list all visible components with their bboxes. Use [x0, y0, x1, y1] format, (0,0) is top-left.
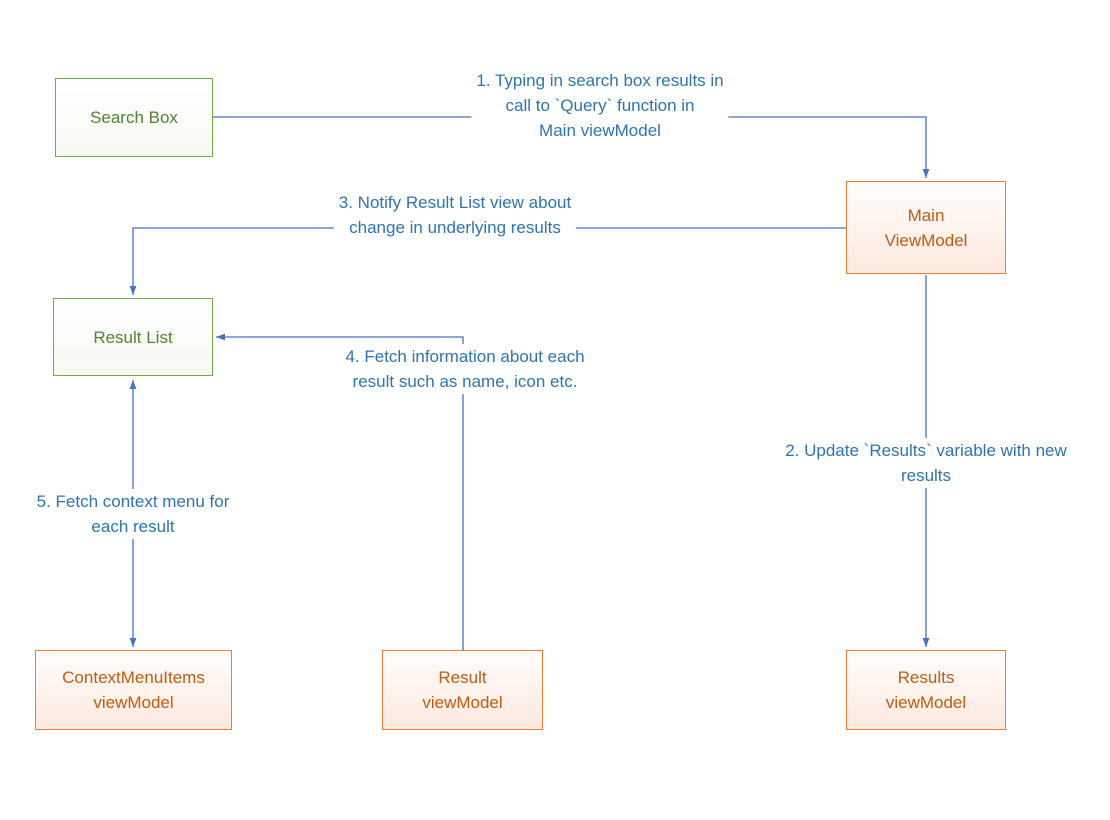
edge-label-4-line-2: result such as name, icon etc.	[352, 372, 578, 391]
node-result-list-label: Result List	[93, 327, 173, 347]
node-main-viewmodel: Main ViewModel	[846, 181, 1006, 274]
edge-label-4: 4. Fetch information about each result s…	[340, 344, 590, 394]
edge-label-2-line-1: 2. Update `Results` variable with new	[785, 441, 1067, 460]
edge-label-4-line-1: 4. Fetch information about each	[345, 347, 585, 366]
node-contextmenuitems-viewmodel-label-line-2: viewModel	[93, 693, 174, 712]
edge-label-5-line-2: each result	[91, 517, 175, 536]
node-result-viewmodel-label-line-1: Result	[438, 668, 487, 687]
edge-label-3-line-2: change in underlying results	[349, 218, 561, 237]
edge-label-5: 5. Fetch context menu for each result	[31, 489, 235, 539]
edge-label-3: 3. Notify Result List view about change …	[333, 190, 577, 240]
edge-mainviewmodel-to-resultlist	[129, 227, 846, 295]
edge-label-1-line-2: call to `Query` function in	[505, 96, 695, 115]
edge-searchbox-to-mainviewmodel	[213, 116, 930, 178]
edge-label-1: 1. Typing in search box results in call …	[471, 68, 729, 143]
edge-label-3-line-1: 3. Notify Result List view about	[338, 193, 572, 212]
node-contextmenuitems-viewmodel-label-line-1: ContextMenuItems	[62, 668, 205, 687]
node-contextmenuitems-viewmodel: ContextMenuItems viewModel	[35, 650, 232, 730]
edge-resultviewmodel-to-resultlist	[216, 333, 464, 650]
edge-label-2: 2. Update `Results` variable with new re…	[780, 438, 1072, 488]
node-search-box: Search Box	[55, 78, 213, 157]
edge-label-5-line-1: 5. Fetch context menu for	[36, 492, 230, 511]
edge-label-1-line-3: Main viewModel	[539, 121, 661, 140]
edge-label-2-line-2: results	[900, 466, 952, 485]
node-results-viewmodel-label-line-2: viewModel	[885, 693, 967, 712]
node-results-viewmodel-label-line-1: Results	[897, 668, 955, 687]
node-result-list: Result List	[53, 298, 213, 376]
node-result-viewmodel-label-line-2: viewModel	[422, 693, 503, 712]
node-main-viewmodel-label-line-2: ViewModel	[884, 230, 968, 250]
edge-label-1-line-1: 1. Typing in search box results in	[476, 71, 724, 90]
node-results-viewmodel: Results viewModel	[846, 650, 1006, 730]
node-search-box-label: Search Box	[90, 108, 178, 127]
node-main-viewmodel-label-line-1: Main	[907, 205, 945, 225]
node-result-viewmodel: Result viewModel	[382, 650, 543, 730]
